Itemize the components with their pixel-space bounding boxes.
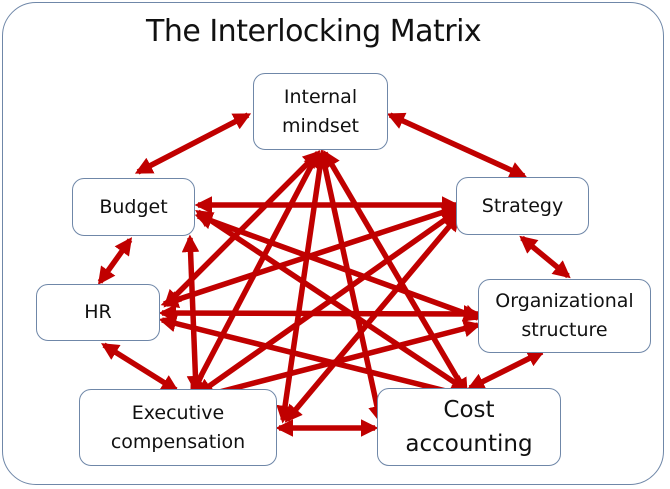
node-hr: HR xyxy=(36,284,160,341)
arrow-mindset-exec xyxy=(276,149,329,424)
node-label: Executive compensation xyxy=(110,401,246,453)
arrow-mindset-budget xyxy=(134,112,252,175)
node-internal-mindset: Internal mindset xyxy=(253,73,388,150)
arrow-budget-hr xyxy=(97,237,133,285)
node-budget: Budget xyxy=(72,178,195,236)
node-executive-compensation: Executive compensation xyxy=(79,389,277,466)
node-label: Cost accounting xyxy=(405,397,533,457)
diagram-title: The Interlocking Matrix xyxy=(146,14,482,49)
node-organizational-structure: Organizational structure xyxy=(478,279,651,353)
node-label: Budget xyxy=(99,195,168,218)
node-label: Internal mindset xyxy=(282,85,359,137)
arrow-org-cost xyxy=(466,349,546,391)
node-label: Strategy xyxy=(481,194,564,217)
node-label: HR xyxy=(84,301,112,323)
arrow-hr-org xyxy=(158,304,482,323)
diagram-frame xyxy=(2,2,664,485)
arrow-strategy-org xyxy=(519,235,571,279)
arrow-mindset-strategy xyxy=(386,112,528,179)
node-cost-accounting: Cost accounting xyxy=(377,388,561,466)
node-label: Organizational structure xyxy=(495,290,634,341)
node-strategy: Strategy xyxy=(456,177,589,235)
arrow-org-exec xyxy=(196,320,482,402)
arrow-hr-exec xyxy=(101,342,179,393)
